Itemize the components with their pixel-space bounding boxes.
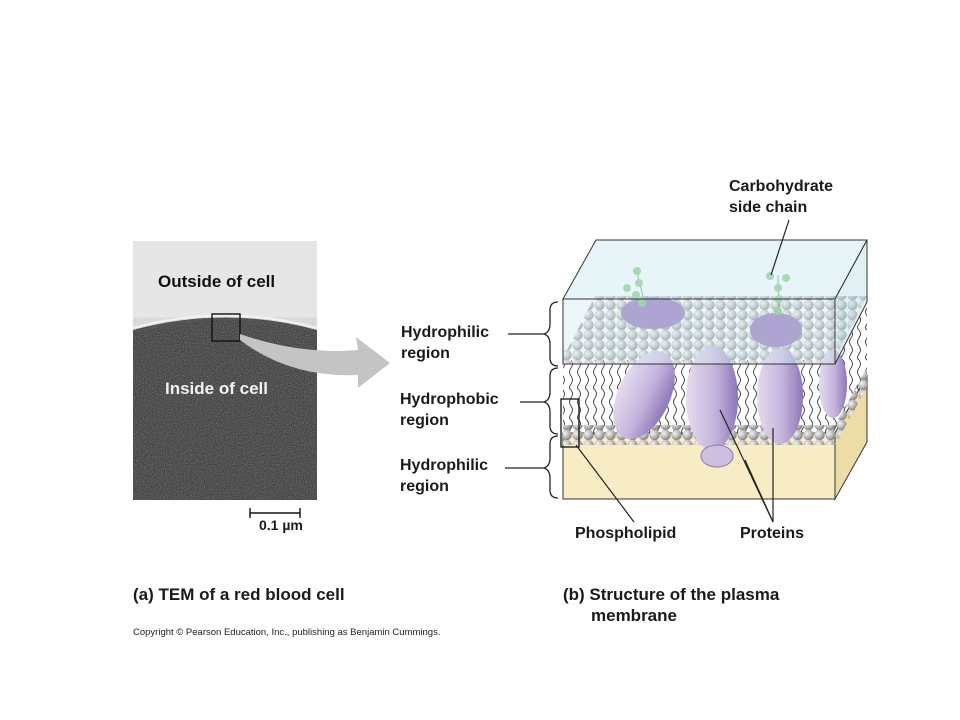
protein-edge — [819, 350, 847, 418]
brace-hydrophilic-bottom — [541, 435, 559, 499]
label-proteins: Proteins — [740, 525, 805, 542]
label-outside-of-cell: Outside of cell — [158, 272, 276, 291]
label-phospholipid: Phospholipid — [575, 525, 677, 542]
extracellular-top — [562, 239, 868, 300]
tem-zoom-box — [211, 313, 241, 342]
protein-right — [757, 348, 803, 444]
leader-carbohydrate — [770, 219, 790, 276]
leader-lines — [505, 219, 790, 523]
tem-cell-grain — [133, 317, 317, 500]
scale-bar-label: 0.1 µm — [259, 517, 303, 533]
brace-hydrophobic — [541, 367, 559, 435]
label-carbohydrate-side-chain: Carbohydrate side chain — [729, 178, 834, 216]
tem-image — [132, 241, 318, 500]
phospholipid-box — [560, 398, 580, 448]
protein-tilted — [613, 351, 675, 439]
label-hydrophilic-top: Hydrophilic region — [401, 324, 490, 362]
label-inside-of-cell: Inside of cell — [165, 379, 268, 398]
protein-bottom-lobe — [700, 444, 734, 468]
leader-phospholipid — [575, 444, 635, 523]
zoom-arrow — [240, 334, 390, 388]
caption-b-line1: (b) Structure of the plasma — [563, 585, 780, 604]
label-hydrophilic-bottom: Hydrophilic region — [400, 457, 489, 495]
membrane-block — [560, 239, 868, 501]
leader-protein-2 — [744, 459, 774, 523]
extracellular-front — [562, 298, 836, 365]
label-hydrophobic: Hydrophobic region — [400, 391, 499, 429]
caption-b-line2: membrane — [591, 606, 677, 625]
tem-membrane-line — [132, 314, 318, 329]
membrane-proteins — [613, 297, 847, 468]
protein-top-left — [621, 297, 685, 329]
region-braces — [541, 301, 559, 499]
caption-a: (a) TEM of a red blood cell — [133, 585, 345, 604]
copyright-notice: Copyright © Pearson Education, Inc., pub… — [133, 627, 441, 638]
lower-head-side — [835, 367, 867, 445]
protein-middle — [686, 346, 738, 450]
protein-top-right — [750, 313, 802, 347]
scale-bar — [249, 508, 301, 518]
extracellular-side — [834, 239, 868, 365]
brace-hydrophilic-top — [541, 301, 559, 367]
tem-membrane-edge — [132, 318, 318, 333]
